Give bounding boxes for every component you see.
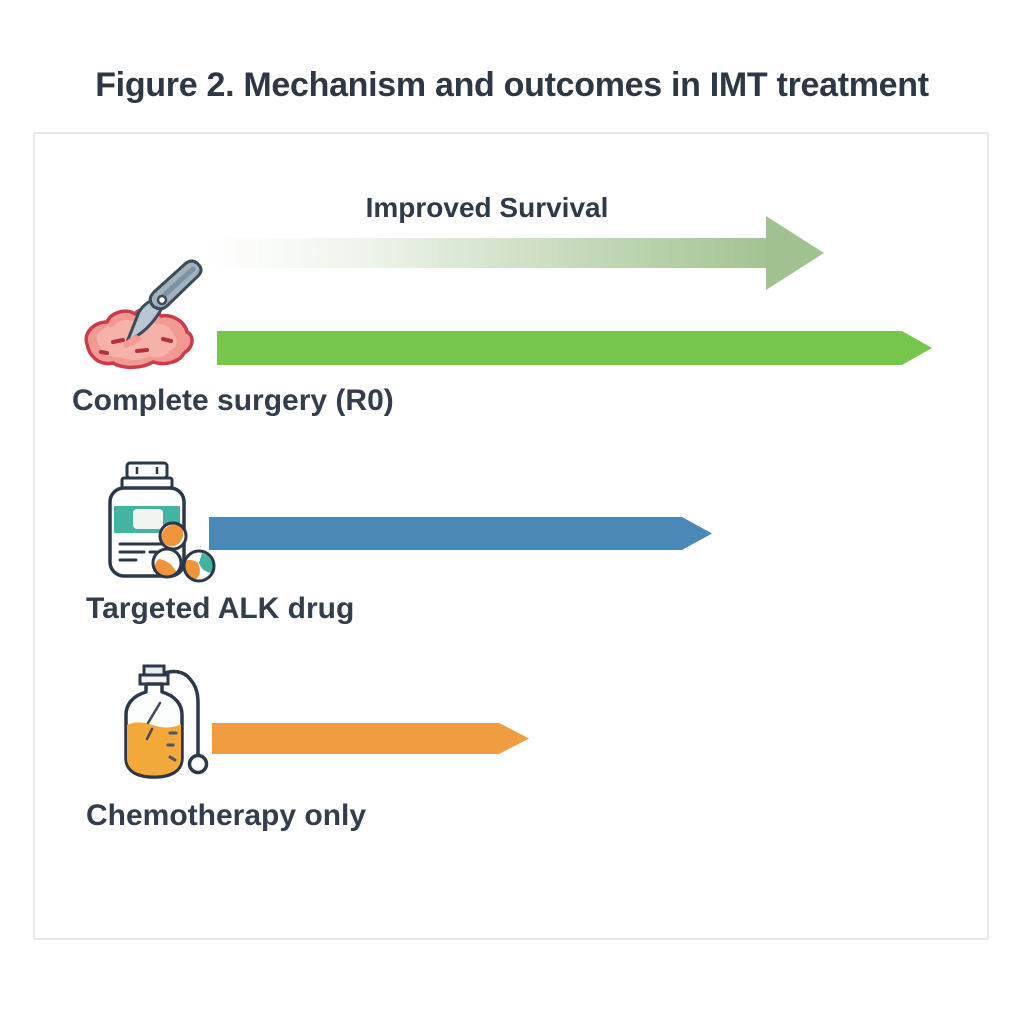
figure-title: Figure 2. Mechanism and outcomes in IMT … <box>95 66 929 104</box>
improved-survival-arrow-shaft <box>207 238 767 268</box>
scalpel-tumor-icon <box>84 259 203 370</box>
chemo-row-label: Chemotherapy only <box>86 799 367 832</box>
alk-drug-row-label: Targeted ALK drug <box>86 592 355 625</box>
survival-axis-label: Improved Survival <box>365 192 609 223</box>
surgery-outcome-bar <box>217 331 932 365</box>
surgery-row-label: Complete surgery (R0) <box>72 384 394 417</box>
pill-bottle-icon <box>108 461 216 583</box>
improved-survival-arrowhead-icon <box>766 216 824 290</box>
figure-panel: Improved Survival Complete surgery (R0) <box>33 132 989 940</box>
chemo-infusion-bottle-icon <box>124 664 209 779</box>
chemo-outcome-bar <box>212 723 529 754</box>
alk-drug-outcome-bar <box>209 517 712 550</box>
